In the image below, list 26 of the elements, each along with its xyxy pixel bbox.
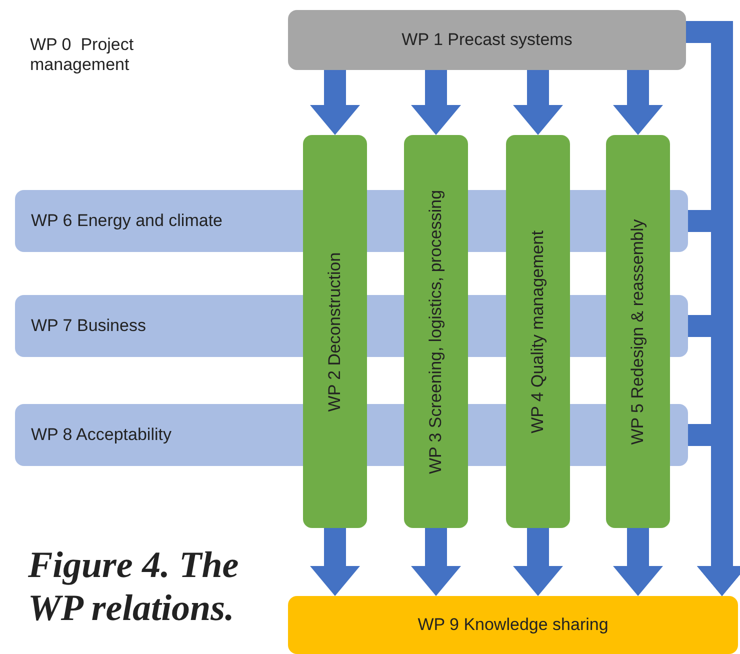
figure-caption: Figure 4. The WP relations. bbox=[28, 545, 240, 630]
work-package-bar bbox=[404, 135, 468, 528]
work-package-bar bbox=[303, 135, 367, 528]
block-arrow bbox=[411, 70, 461, 135]
node-label: WP 8 Acceptability bbox=[31, 425, 172, 445]
block-arrow bbox=[613, 70, 663, 135]
node-label: WP 5 Redesign & reassembly bbox=[628, 218, 648, 444]
node-label: WP 3 Screening, logistics, processing bbox=[426, 189, 446, 474]
process-box bbox=[288, 10, 686, 70]
work-package-bar bbox=[506, 135, 570, 528]
node-label: WP 4 Quality management bbox=[528, 230, 548, 433]
block-arrow bbox=[613, 528, 663, 596]
process-box bbox=[288, 596, 738, 654]
work-package-bar bbox=[606, 135, 670, 528]
block-arrow bbox=[310, 70, 360, 135]
text-label: WP 0 Project management bbox=[30, 35, 135, 74]
block-arrow bbox=[310, 528, 360, 596]
node-label: WP 7 Business bbox=[31, 316, 146, 336]
node-label: WP 2 Deconstruction bbox=[325, 252, 345, 412]
node-label: WP 9 Knowledge sharing bbox=[418, 615, 608, 635]
node-label: WP 1 Precast systems bbox=[402, 30, 572, 50]
node-label: WP 6 Energy and climate bbox=[31, 211, 222, 231]
block-arrow bbox=[411, 528, 461, 596]
block-arrow bbox=[688, 424, 740, 596]
block-arrow bbox=[513, 70, 563, 135]
block-arrow bbox=[513, 528, 563, 596]
